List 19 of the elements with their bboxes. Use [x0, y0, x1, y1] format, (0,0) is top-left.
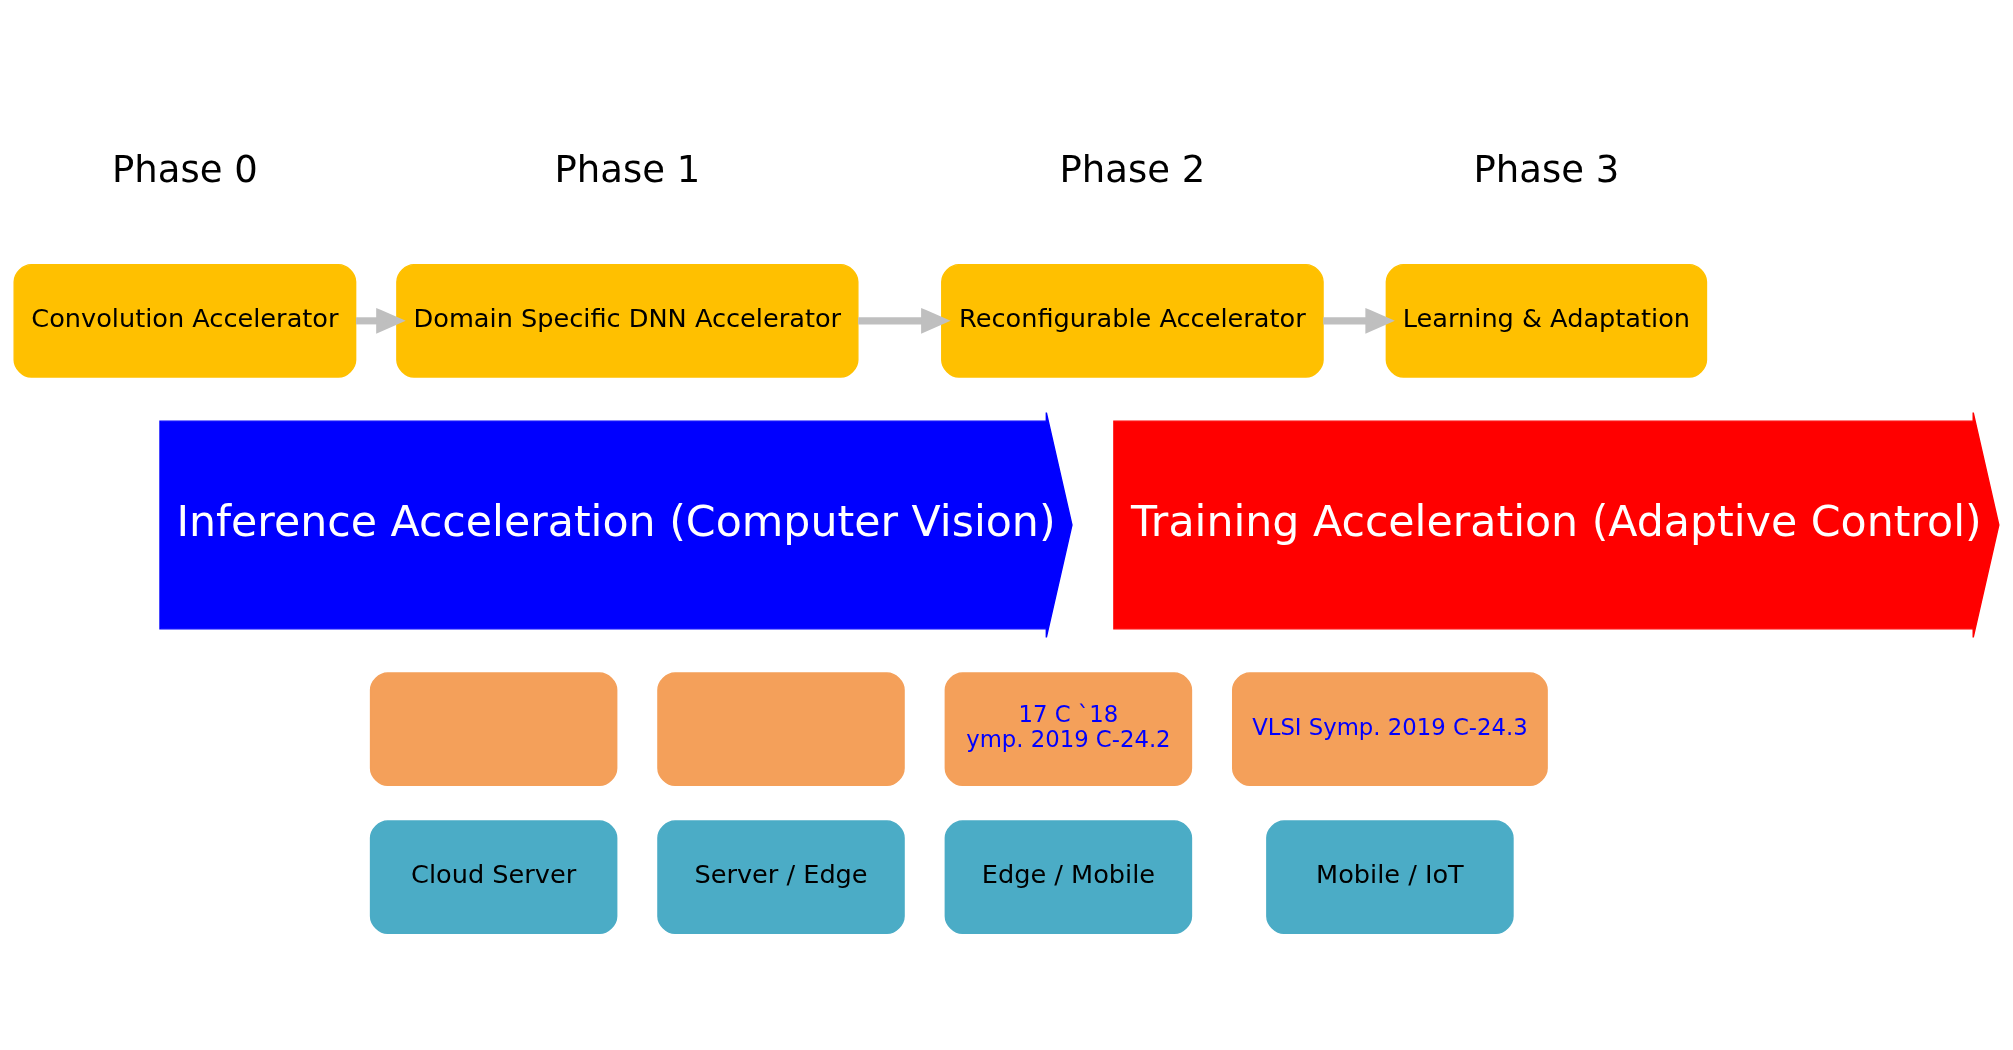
label: Phase 0 [112, 147, 258, 191]
arrow [858, 307, 951, 334]
node-box: Reconfigurable Accelerator [941, 263, 1324, 378]
node-box [369, 672, 618, 787]
label: Phase 1 [554, 147, 701, 191]
arrow [1323, 307, 1395, 334]
node-box: 17 C `18 ymp. 2019 C-24.2 [944, 672, 1193, 787]
arrow [356, 307, 406, 334]
node-box: Mobile / IoT [1266, 820, 1514, 934]
node-box: Learning & Adaptation [1385, 263, 1708, 378]
node-box: Domain Specific DNN Accelerator [396, 263, 859, 378]
node-box: Edge / Mobile [944, 820, 1193, 934]
node-box: VLSI Symp. 2019 C-24.3 [1232, 672, 1548, 787]
label: Phase 2 [1059, 147, 1206, 191]
label: Phase 3 [1473, 147, 1620, 191]
node-box: Server / Edge [657, 820, 905, 934]
node-box: Cloud Server [369, 820, 618, 934]
node-box: Convolution Accelerator [13, 263, 357, 378]
node-box [657, 672, 905, 787]
